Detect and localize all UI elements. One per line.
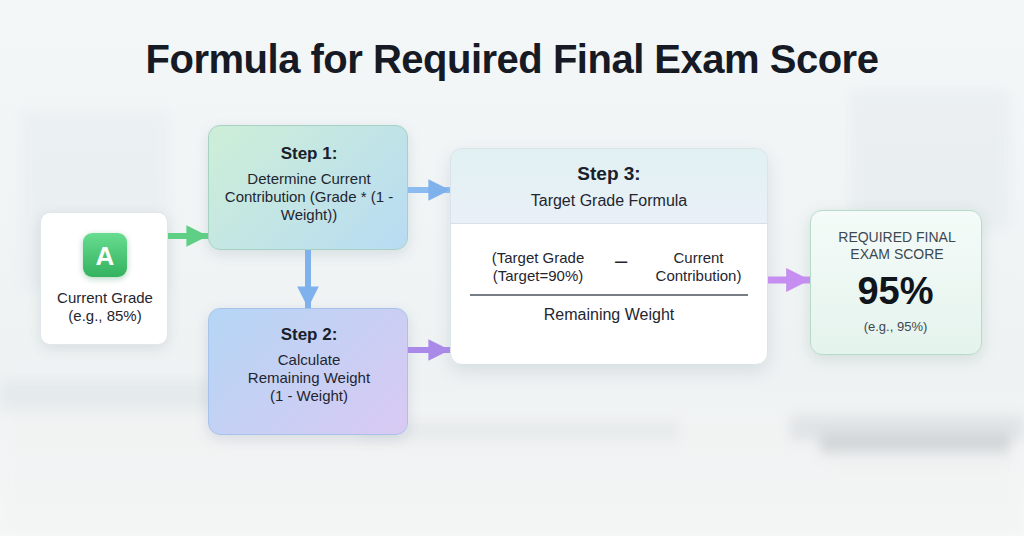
desk-shape [360, 420, 680, 442]
flow-arrow [408, 187, 450, 193]
node-text: Current Contribution) [641, 249, 756, 285]
node-text: (e.g., 95%) [811, 319, 980, 335]
grade-icon: A [83, 233, 127, 277]
node-heading: REQUIRED FINAL EXAM SCORE [819, 229, 975, 263]
node-text: Remaining Weight [451, 305, 767, 324]
node-text: Determine Current Contribution (Grade * … [224, 170, 394, 224]
node-text: Calculate Remaining Weight (1 - Weight) [244, 351, 374, 405]
node-heading: A [83, 241, 127, 272]
flow-arrow [408, 347, 450, 353]
blurred-room [0, 90, 1024, 536]
input-box: Current Grade (e.g., 85%) A [40, 212, 168, 345]
node-text: Target Grade Formula [451, 191, 767, 210]
flow-arrow [305, 250, 311, 308]
floor-shape [0, 410, 1024, 536]
flow-arrow [168, 233, 208, 239]
node-text: (Target Grade (Target=90%) [473, 249, 603, 285]
node-heading: Step 2: [209, 325, 409, 345]
node-text: 95% [811, 269, 980, 315]
window-shape [850, 90, 1010, 230]
process-box: Step 2: Calculate Remaining Weight (1 - W… [208, 308, 408, 435]
node-heading: Step 1: [209, 144, 409, 164]
process-box: Step 1: Determine Current Contribution (G… [208, 125, 408, 250]
node-heading: Current Grade (e.g., 85%) [45, 289, 165, 325]
book-shape [820, 432, 1010, 454]
book-pages [830, 452, 1010, 464]
diagram-title: Formula for Required Final Exam Score [0, 36, 1024, 82]
node-heading: Step 3: [451, 163, 767, 186]
result-box: REQUIRED FINAL EXAM SCORE 95% (e.g., 95%) [810, 210, 982, 355]
node-text: – [601, 248, 641, 274]
formula-box: Step 3: Target Grade Formula (Target Grade… [450, 148, 768, 365]
flow-arrow [768, 277, 810, 284]
